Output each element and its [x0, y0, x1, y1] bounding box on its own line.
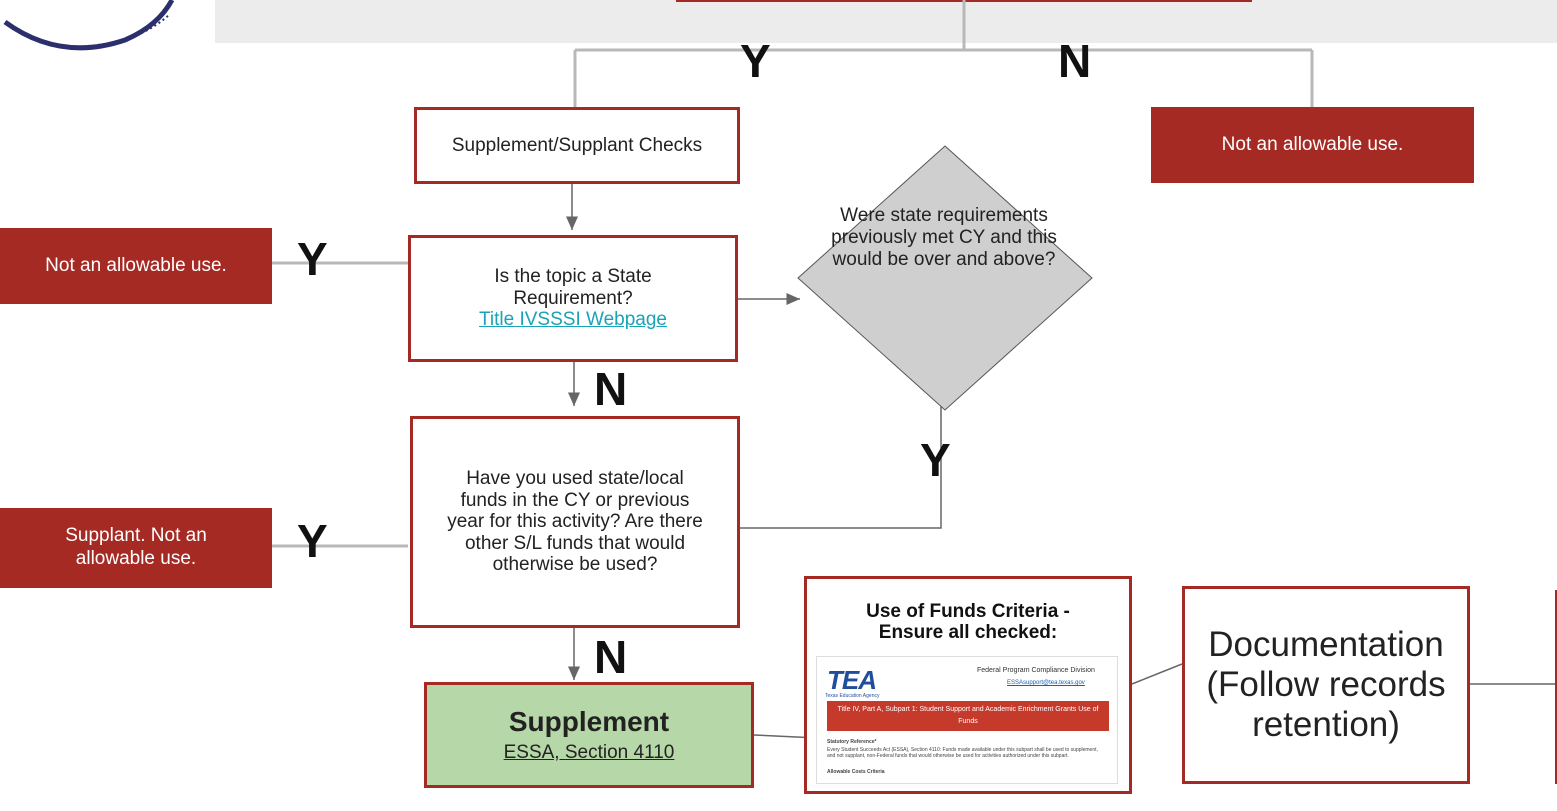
documentation-text: Documentation (Follow records retention) — [1206, 624, 1446, 745]
criteria-document-thumbnail: TEA Texas Education Agency Federal Progr… — [816, 656, 1118, 784]
doc-statutory-text: Every Student Succeeds Act (ESSA), Secti… — [827, 747, 1098, 759]
tea-logo-subtitle: Texas Education Agency — [825, 693, 880, 699]
not-allowable-right-box: Not an allowable use. — [1151, 107, 1474, 183]
doc-statutory-heading: Statutory Reference* — [827, 739, 877, 745]
funds-question-box: Have you used state/local funds in the C… — [410, 416, 740, 628]
not-allowable-left-text: Not an allowable use. — [45, 254, 227, 276]
no-label-state-req: N — [594, 363, 628, 415]
supplement-box: Supplement ESSA, Section 4110 — [424, 682, 754, 788]
yes-label-top: Y — [740, 35, 771, 87]
use-of-funds-criteria-title: Use of Funds Criteria - Ensure all check… — [866, 601, 1070, 643]
supplant-not-allowable-text: Supplant. Not an allowable use. — [65, 525, 207, 569]
doc-title-banner: Title IV, Part A, Subpart 1: Student Sup… — [827, 701, 1109, 731]
essa-section-4110-link[interactable]: ESSA, Section 4110 — [503, 742, 675, 763]
top-banner-band — [215, 0, 1557, 43]
supplement-title: Supplement — [508, 706, 670, 737]
supplant-not-allowable-box: Supplant. Not an allowable use. — [0, 508, 272, 588]
tea-logo: TEA — [827, 665, 877, 695]
funds-question-text: Have you used state/local funds in the C… — [447, 468, 703, 576]
offscreen-box-edge — [1555, 590, 1557, 784]
state-requirement-question: Is the topic a State Requirement? — [494, 266, 652, 309]
supplement-supplant-checks-text: Supplement/Supplant Checks — [451, 134, 703, 156]
state-requirement-box: Is the topic a State Requirement? Title … — [408, 235, 738, 362]
decision-diamond — [797, 145, 1093, 411]
yes-label-diamond: Y — [920, 434, 951, 486]
not-allowable-left-box: Not an allowable use. — [0, 228, 272, 304]
yes-label-funds: Y — [297, 515, 328, 567]
yes-label-state-req: Y — [297, 233, 328, 285]
doc-allowable-heading: Allowable Costs Criteria — [827, 769, 885, 775]
supplement-supplant-checks-box: Supplement/Supplant Checks — [414, 107, 740, 184]
state-prev-met-question: Were state requirements previously met C… — [831, 205, 1057, 271]
no-label-funds: N — [594, 631, 628, 683]
doc-division-name: Federal Program Compliance Division — [977, 667, 1095, 674]
logo-ring-icon — [3, 0, 175, 51]
no-label-top: N — [1058, 35, 1092, 87]
not-allowable-right-text: Not an allowable use. — [1221, 133, 1404, 155]
doc-email-link: ESSAsupport@tea.texas.gov — [1007, 680, 1085, 686]
documentation-box: Documentation (Follow records retention) — [1182, 586, 1470, 784]
title-ivsssi-webpage-link[interactable]: Title IVSSSI Webpage — [479, 309, 667, 331]
